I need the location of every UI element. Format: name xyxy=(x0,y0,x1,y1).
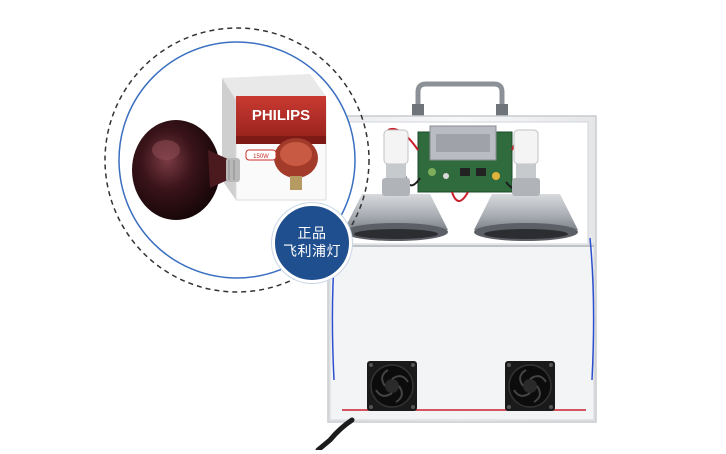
badge-line-1: 正品 xyxy=(297,226,327,242)
cooling-fan-left xyxy=(367,361,417,411)
heat-lamp-right xyxy=(474,129,578,241)
heater-cabinet xyxy=(315,81,597,453)
watt-label: 150W xyxy=(253,154,269,160)
philips-logo-text: PHILIPS xyxy=(252,107,310,124)
red-infrared-bulb xyxy=(132,120,240,220)
heat-lamp-left xyxy=(344,129,448,241)
power-cord xyxy=(315,417,355,453)
genuine-philips-badge: 正品 飞利浦灯 xyxy=(272,203,352,283)
badge-line-2: 飞利浦灯 xyxy=(283,244,341,260)
cooling-fan-right xyxy=(505,361,555,411)
philips-bulb-box xyxy=(222,74,327,201)
control-board xyxy=(417,125,513,193)
